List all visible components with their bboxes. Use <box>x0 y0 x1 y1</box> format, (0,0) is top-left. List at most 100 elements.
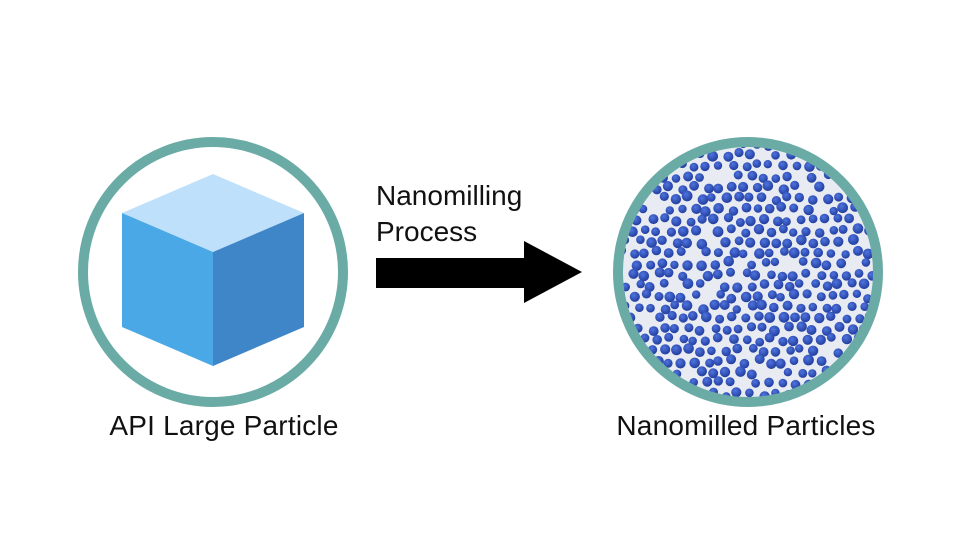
nanoparticle-dot <box>742 335 752 345</box>
nanoparticle-dot <box>828 290 838 300</box>
nanoparticle-dot <box>707 150 718 162</box>
nanoparticle-dot <box>853 245 863 256</box>
nanoparticle-dot <box>654 267 665 278</box>
nanoparticle-dot <box>738 249 748 259</box>
nanoparticle-dot <box>692 290 701 299</box>
nanoparticle-dot <box>834 321 845 332</box>
nanoparticle-dot <box>852 223 864 234</box>
nanoparticle-dot <box>628 268 639 279</box>
nanoparticle-dot <box>858 278 870 290</box>
nanoparticle-dot <box>682 278 694 289</box>
nanoparticle-dot <box>684 323 694 333</box>
nanoparticle-dot <box>689 357 700 369</box>
nanoparticle-dot <box>747 300 759 311</box>
nanoparticle-dot <box>808 238 819 249</box>
nanoparticle-dot <box>659 278 669 288</box>
nanoparticle-dot <box>811 279 821 288</box>
nanoparticle-dot <box>829 206 838 216</box>
nanoparticle-dot <box>759 279 770 289</box>
nanoparticle-dot <box>662 181 674 192</box>
nanoparticle-dot <box>786 346 795 355</box>
nanoparticle-dot <box>735 366 746 377</box>
nanoparticle-dot <box>723 151 734 162</box>
nanoparticle-dot <box>782 217 791 226</box>
nanoparticle-dot <box>663 248 674 258</box>
nanoparticle-dot <box>823 194 834 205</box>
nanoparticle-dot <box>678 226 689 237</box>
nanoparticle-dot <box>808 369 817 378</box>
nanoparticle-dot <box>867 271 874 281</box>
left-caption: API Large Particle <box>109 410 339 441</box>
nanoparticle-dot <box>790 180 800 190</box>
nanoparticle-dot <box>664 291 676 303</box>
nanoparticle-dot <box>764 377 774 388</box>
nanoparticle-dot <box>744 192 754 202</box>
nanoparticle-dot <box>814 312 825 324</box>
nanoparticle-dot <box>826 311 836 321</box>
nanoparticle-dot <box>852 289 862 298</box>
nanoparticle-dot <box>759 237 771 248</box>
nanoparticle-dot <box>753 204 763 213</box>
nanoparticle-dot <box>744 149 755 160</box>
nanoparticle-dot <box>707 213 719 225</box>
nanoparticle-dot <box>655 312 665 322</box>
nanoparticle-dot <box>681 190 693 202</box>
nanoparticle-dot <box>831 278 843 290</box>
nanoparticle-dot <box>796 215 806 225</box>
nanoparticle-dot <box>748 343 758 353</box>
nanoparticle-dot <box>803 354 814 366</box>
nanoparticle-dot <box>639 248 649 259</box>
nanoparticle-dot <box>709 299 720 310</box>
nanoparticle-dot <box>783 368 793 377</box>
nanoparticle-dot <box>862 248 874 260</box>
nanoparticle-dot <box>671 344 682 356</box>
nanoparticle-dot <box>729 160 739 171</box>
nanoparticle-dot <box>794 192 804 203</box>
nanoparticle-dot <box>822 281 833 292</box>
nanoparticle-dot <box>712 269 723 280</box>
nanoparticle-dot <box>800 247 810 257</box>
nanoparticle-dot <box>754 354 765 364</box>
nanoparticle-dot <box>741 228 751 238</box>
nanoparticle-dot <box>763 160 772 169</box>
nanoparticle-dot <box>810 257 822 269</box>
nanoparticle-dot <box>713 248 723 258</box>
nanoparticle-dot <box>726 181 737 192</box>
nanoparticle-dot <box>839 289 849 300</box>
nanoparticle-dot <box>808 214 818 224</box>
nanoparticle-dot <box>822 303 832 313</box>
nanoparticle-dot <box>770 257 780 267</box>
nanoparticle-dot <box>700 336 710 346</box>
nanoparticle-dot <box>777 271 788 282</box>
nanoparticle-dot <box>704 183 714 194</box>
nanoparticle-dot <box>695 347 705 357</box>
nanoparticle-dot <box>854 269 864 278</box>
right-caption: Nanomilled Particles <box>616 410 876 441</box>
nanoparticle-dot <box>754 248 765 259</box>
nanoparticle-dot <box>660 344 671 355</box>
nanoparticle-dot <box>742 268 752 278</box>
nanoparticle-dot <box>707 346 716 356</box>
nanoparticle-dot <box>764 203 775 214</box>
nanoparticle-dot <box>776 201 787 212</box>
nanoparticle-dot <box>807 345 819 356</box>
nanoparticle-dot <box>841 333 853 345</box>
nanoparticle-dot <box>675 292 686 303</box>
nanoparticle-dot <box>801 227 811 237</box>
nanoparticle-dot <box>723 213 734 223</box>
nanoparticle-dot <box>648 326 659 336</box>
nanoparticle-dot <box>716 290 725 299</box>
nanoparticle-dot <box>847 278 857 288</box>
nanoparticle-dot <box>766 358 777 369</box>
nanoparticle-dot <box>686 217 696 227</box>
nanoparticle-dot <box>666 227 677 237</box>
nanoparticle-dot <box>721 346 731 357</box>
nanoparticle-dot <box>657 235 667 245</box>
nanoparticle-dot <box>726 267 735 277</box>
nanoparticle-dot <box>776 292 785 302</box>
nanoparticle-dot <box>707 193 716 202</box>
nanoparticle-dot <box>732 305 741 314</box>
nanoparticle-dot <box>689 162 699 172</box>
nanoparticle-dot <box>640 225 650 234</box>
nanoparticle-dot <box>782 192 792 202</box>
